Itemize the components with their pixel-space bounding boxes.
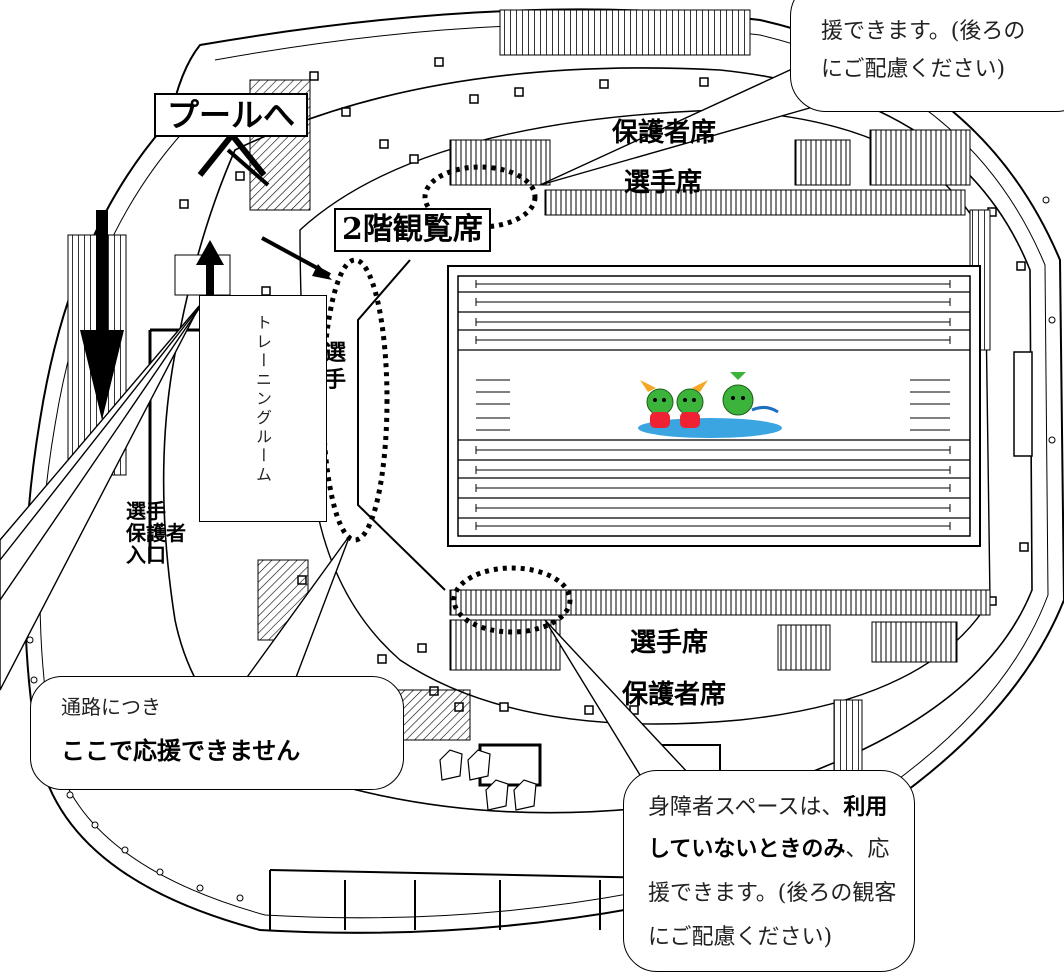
swimming-pool xyxy=(447,265,981,547)
up-arrow-icon xyxy=(196,240,224,317)
athlete-seats-left-label-2: 手 xyxy=(324,368,347,393)
lane-ropes xyxy=(475,280,951,530)
highlight-top-accessible xyxy=(422,164,538,230)
mascot-characters xyxy=(638,372,782,438)
callout-accessible-line1: 身障者スペースは、利用 xyxy=(648,789,887,821)
entrance-label-2: 保護者 xyxy=(126,521,186,545)
pool-sign: プールへ xyxy=(154,93,308,137)
arrow-from-pool-icon xyxy=(226,148,270,187)
upper-seats-label: 2階観覧席 xyxy=(334,208,491,252)
scoreboard xyxy=(1013,351,1033,457)
callout-accessible-line1b: 利用 xyxy=(843,795,888,820)
guardian-seats-top-label: 保護者席 xyxy=(612,118,717,148)
lane-lines xyxy=(458,291,970,519)
callout-top-right-line1: 援できます。(後ろの xyxy=(821,19,1026,44)
callout-accessible-line4: にご配慮ください) xyxy=(648,925,833,950)
entrance-label-3: 入口 xyxy=(126,543,166,567)
training-room: トレーニングルーム xyxy=(199,295,327,522)
callout-accessible-line2: していないときのみ、応 xyxy=(648,831,889,863)
entrance-label-1: 選手 xyxy=(126,499,166,523)
athlete-seats-bottom-label: 選手席 xyxy=(630,628,709,658)
callout-top-right-line2: にご配慮ください) xyxy=(821,57,1006,82)
callout-passage-line1: 通路につき xyxy=(61,695,161,719)
callout-passage: 通路につき ここで応援できません xyxy=(30,676,404,790)
callout-tails xyxy=(0,69,822,776)
training-room-label: トレーニングルーム xyxy=(253,314,272,485)
highlight-bottom-accessible xyxy=(451,565,573,635)
down-arrow-icon xyxy=(80,210,124,420)
callout-top-right: 援できます。(後ろの にご配慮ください) xyxy=(790,0,1064,112)
bench-seats xyxy=(439,749,537,811)
callout-accessible: 身障者スペースは、利用 していないときのみ、応 援できます。(後ろの観客 にご配… xyxy=(623,770,915,972)
athlete-seats-top-label: 選手席 xyxy=(624,168,703,198)
callout-accessible-line3: 援できます。(後ろの観客 xyxy=(648,881,897,906)
athlete-seats-left-label-1: 選 xyxy=(324,341,347,366)
highlight-left-passage xyxy=(320,257,390,543)
callout-accessible-line2a: していないときのみ xyxy=(648,837,846,862)
guardian-seats-bottom-label: 保護者席 xyxy=(622,680,727,710)
callout-accessible-line2b: 、応 xyxy=(845,837,890,862)
callout-accessible-line1a: 身障者スペースは、 xyxy=(648,795,844,820)
inner-wall xyxy=(357,259,446,591)
callout-passage-line2: ここで応援できません xyxy=(61,737,301,765)
seating-top xyxy=(449,9,991,351)
